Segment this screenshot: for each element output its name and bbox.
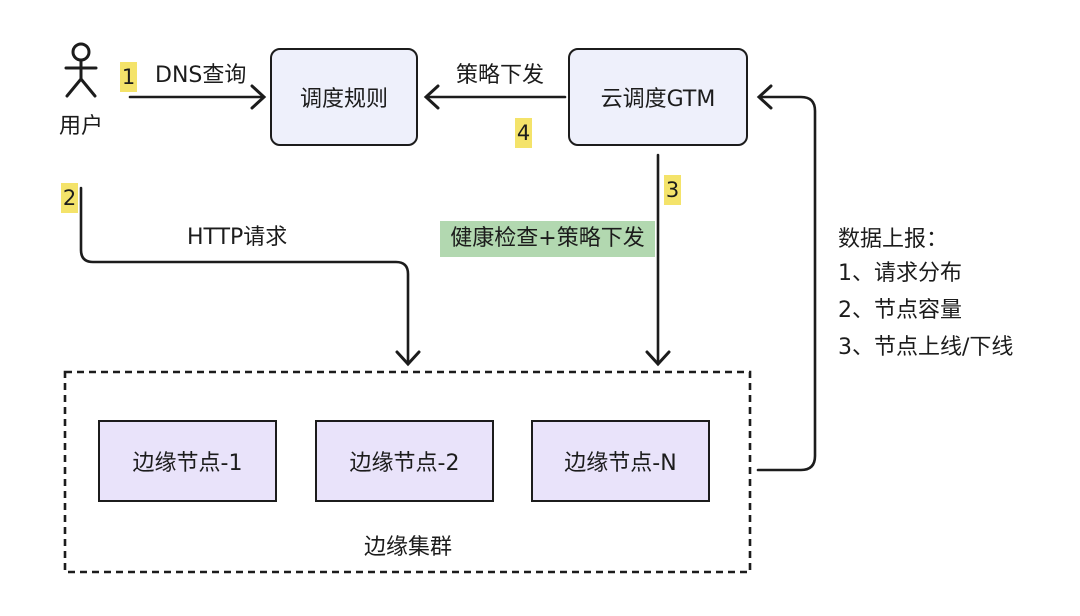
- flow-label-http-request: HTTP请求: [187, 225, 288, 250]
- flow-label-dns-query: DNS查询: [155, 63, 247, 88]
- edge-node-2-box: 边缘节点-2: [315, 420, 494, 502]
- edge-node-label: 边缘节点-N: [564, 451, 677, 476]
- user-label: 用户: [58, 114, 103, 139]
- data-report-item: 1、请求分布: [838, 261, 962, 286]
- edge-node-label: 边缘节点-1: [132, 451, 243, 476]
- arrow-http-request: [79, 186, 421, 367]
- scheduling-rules-box: 调度规则: [270, 48, 418, 146]
- step-badge-4: 4: [515, 118, 532, 148]
- cloud-gtm-label: 云调度GTM: [600, 87, 716, 112]
- data-report-list: 1、请求分布 2、节点容量 3、节点上线/下线: [838, 255, 1013, 366]
- data-report-item: 2、节点容量: [838, 298, 962, 323]
- data-report-title: 数据上报：: [838, 227, 949, 252]
- data-report-item: 3、节点上线/下线: [838, 335, 1014, 360]
- arrow-dns-query: [128, 84, 267, 110]
- edge-node-1-box: 边缘节点-1: [98, 420, 277, 502]
- step-badge-2: 2: [61, 183, 78, 213]
- step-badge-1: 1: [120, 62, 137, 92]
- edge-node-n-box: 边缘节点-N: [531, 420, 710, 502]
- arrow-data-report: [756, 84, 817, 472]
- cloud-gtm-box: 云调度GTM: [568, 48, 748, 146]
- scheduling-rules-label: 调度规则: [299, 87, 388, 112]
- flow-label-policy-push: 策略下发: [456, 63, 545, 88]
- arrow-policy-push: [423, 84, 567, 110]
- edge-cluster-boundary: [63, 370, 752, 574]
- flow-label-health-check: 健康检查+策略下发: [440, 221, 655, 257]
- edge-node-label: 边缘节点-2: [349, 451, 460, 476]
- person-icon: [64, 42, 98, 98]
- data-report-panel: 数据上报： 1、请求分布 2、节点容量 3、节点上线/下线: [838, 226, 1013, 366]
- arrow-health-check: [645, 153, 671, 367]
- edge-cluster-label: 边缘集群: [363, 535, 452, 560]
- step-badge-3: 3: [664, 175, 681, 205]
